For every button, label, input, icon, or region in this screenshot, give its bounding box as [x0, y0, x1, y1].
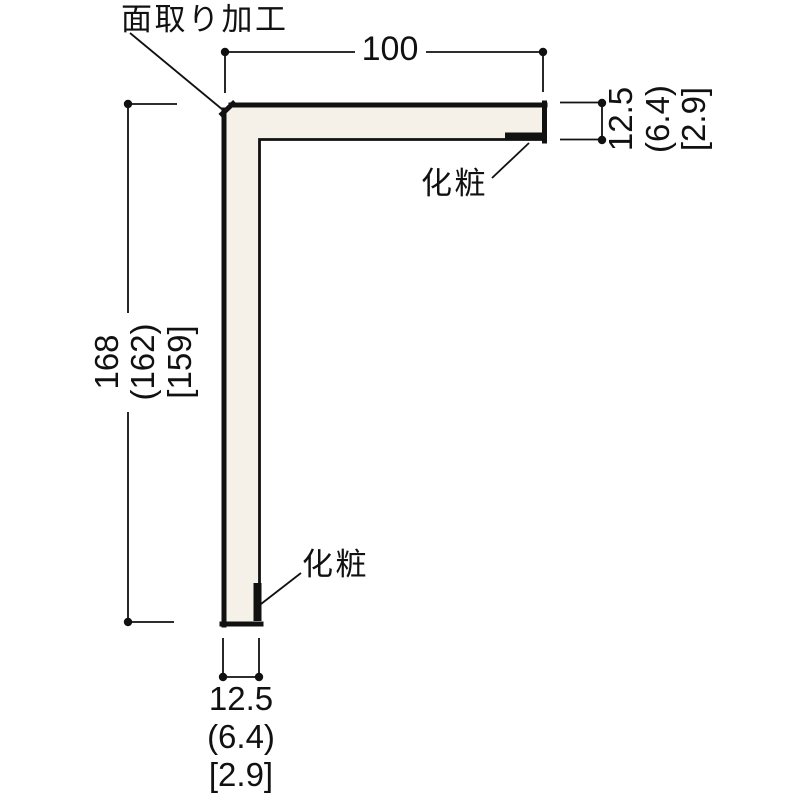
dimension-left-height: 168 (162) [159] — [88, 99, 198, 627]
extension-line — [560, 101, 598, 141]
dim-value-bottom-bracket: [2.9] — [209, 756, 273, 793]
dim-value-right-main: 12.5 — [602, 87, 639, 151]
finish-label-bottom: 化粧 — [302, 547, 369, 582]
leader-line-chamfer — [129, 32, 224, 111]
dim-endpoint-dot — [254, 672, 264, 682]
dim-value-left-main: 168 — [88, 334, 125, 389]
leader-line-finish-top — [491, 142, 530, 179]
dim-endpoint-dot — [220, 47, 230, 57]
dimension-bottom-thickness: 12.5 (6.4) [2.9] — [207, 638, 275, 793]
dim-value-bottom-main: 12.5 — [209, 680, 273, 717]
profile-outer-outline — [218, 99, 548, 628]
dim-value-left-paren: (162) — [124, 323, 161, 400]
dimension-top-width: 100 — [220, 30, 548, 93]
dim-value-bottom-paren: (6.4) — [207, 718, 275, 755]
extension-line — [132, 103, 177, 623]
finish-annotation-bottom: 化粧 — [260, 547, 369, 605]
dim-value-top-width: 100 — [362, 30, 419, 68]
profile-inner-outline — [258, 138, 543, 621]
finish-label-top: 化粧 — [421, 166, 488, 201]
dim-endpoint-dot — [597, 98, 607, 108]
leader-line-finish-bottom — [260, 572, 302, 605]
dim-value-right-bracket: [2.9] — [675, 87, 712, 151]
finish-annotation-top: 化粧 — [421, 142, 530, 201]
dimension-right-thickness: 12.5 (6.4) [2.9] — [560, 85, 712, 153]
extension-line — [222, 638, 260, 673]
dim-endpoint-dot — [218, 672, 228, 682]
dim-value-left-bracket: [159] — [161, 325, 198, 398]
dim-value-right-paren: (6.4) — [639, 85, 676, 153]
chamfer-annotation: 面取り加工 — [121, 2, 289, 111]
profile-body — [223, 103, 545, 622]
dim-endpoint-dot — [597, 135, 607, 145]
chamfer-label: 面取り加工 — [121, 2, 289, 37]
extension-line — [224, 56, 544, 93]
dim-endpoint-dot — [123, 99, 133, 109]
dim-endpoint-dot — [123, 617, 133, 627]
finish-marks — [253, 132, 543, 621]
dim-endpoint-dot — [538, 47, 548, 57]
